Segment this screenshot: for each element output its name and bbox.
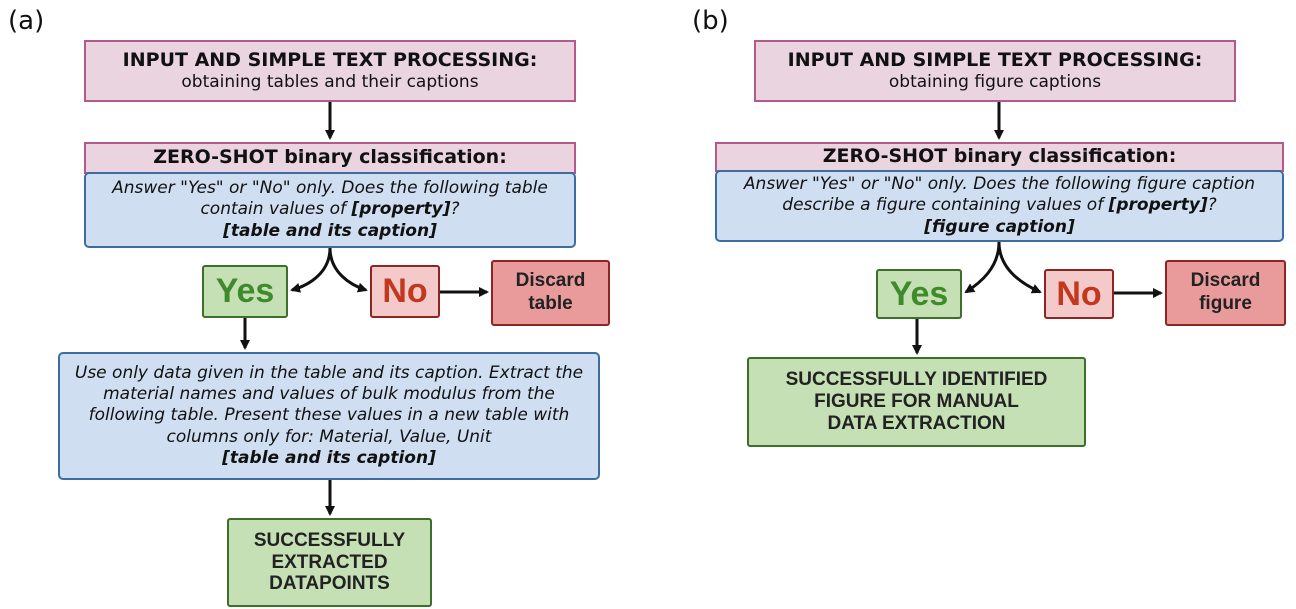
arrow-b-zeroshot-to-no <box>997 241 1042 294</box>
discard-line-1: Discard <box>1190 270 1261 292</box>
panel-a-input-box: INPUT AND SIMPLE TEXT PROCESSING: obtain… <box>84 40 576 102</box>
panel-b-zeroshot-title-box: ZERO-SHOT binary classification: <box>715 142 1284 172</box>
panel-a-label: (a) <box>8 6 45 36</box>
arrow-a-zeroshot-to-yes <box>290 247 332 293</box>
zeroshot-prompt: Answer "Yes" or "No" only. Does the foll… <box>717 174 1282 238</box>
result-line-1: SUCCESSFULLY IDENTIFIED <box>785 369 1048 391</box>
panel-a-discard-box: Discard table <box>491 260 610 326</box>
arrow-b-zeroshot-to-yes <box>964 241 1001 294</box>
input-subtitle: obtaining tables and their captions <box>181 71 479 92</box>
extract-prompt: Use only data given in the table and its… <box>60 363 598 469</box>
no-label: No <box>1056 274 1102 313</box>
extract-text: Use only data given in the table and its… <box>74 362 584 447</box>
panel-b-yes-box: Yes <box>876 269 962 319</box>
result-line-2: FIGURE FOR MANUAL <box>814 391 1019 413</box>
panel-a-yes-box: Yes <box>202 265 288 318</box>
panel-a-zeroshot-title-box: ZERO-SHOT binary classification: <box>84 142 576 174</box>
prompt-property: [property] <box>1108 195 1208 216</box>
arrow-a-zeroshot-to-no <box>328 247 368 293</box>
prompt-token: [table and its caption] <box>223 220 437 241</box>
panel-b-zeroshot-prompt-box: Answer "Yes" or "No" only. Does the foll… <box>715 170 1284 242</box>
input-title: INPUT AND SIMPLE TEXT PROCESSING: <box>122 48 538 71</box>
yes-label: Yes <box>889 274 949 313</box>
panel-b-input-box: INPUT AND SIMPLE TEXT PROCESSING: obtain… <box>754 40 1236 102</box>
no-label: No <box>382 272 428 310</box>
prompt-token: [figure caption] <box>924 216 1075 237</box>
yes-label: Yes <box>215 272 275 310</box>
prompt-text: Answer "Yes" or "No" only. Does the foll… <box>112 178 548 220</box>
panel-a-result-box: SUCCESSFULLY EXTRACTED DATAPOINTS <box>227 518 432 607</box>
result-line-1: SUCCESSFULLY <box>253 529 406 551</box>
panel-a-zeroshot-prompt-box: Answer "Yes" or "No" only. Does the foll… <box>84 172 576 248</box>
prompt-text: Answer "Yes" or "No" only. Does the foll… <box>743 174 1256 216</box>
panel-b-label: (b) <box>692 6 729 36</box>
zeroshot-title: ZERO-SHOT binary classification: <box>153 146 507 169</box>
prompt-property: [property] <box>351 199 451 220</box>
zeroshot-prompt: Answer "Yes" or "No" only. Does the foll… <box>86 178 574 242</box>
prompt-end: ? <box>450 199 460 220</box>
prompt-end: ? <box>1207 195 1217 216</box>
panel-a-extract-prompt-box: Use only data given in the table and its… <box>58 352 600 480</box>
result-line-2: EXTRACTED <box>271 551 388 573</box>
discard-line-2: figure <box>1199 293 1252 314</box>
panel-a-no-box: No <box>370 265 440 318</box>
panel-b-result-box: SUCCESSFULLY IDENTIFIED FIGURE FOR MANUA… <box>747 357 1086 447</box>
discard-line-2: table <box>528 293 573 314</box>
panel-b-no-box: No <box>1044 269 1114 319</box>
result-line-3: DATAPOINTS <box>269 573 390 595</box>
extract-token: [table and its caption] <box>222 447 436 468</box>
input-title: INPUT AND SIMPLE TEXT PROCESSING: <box>787 48 1203 71</box>
zeroshot-title: ZERO-SHOT binary classification: <box>822 145 1177 168</box>
discard-line-1: Discard <box>515 270 586 292</box>
panel-b-discard-box: Discard figure <box>1165 260 1286 326</box>
result-line-3: DATA EXTRACTION <box>827 412 1006 434</box>
input-subtitle: obtaining figure captions <box>888 71 1102 92</box>
